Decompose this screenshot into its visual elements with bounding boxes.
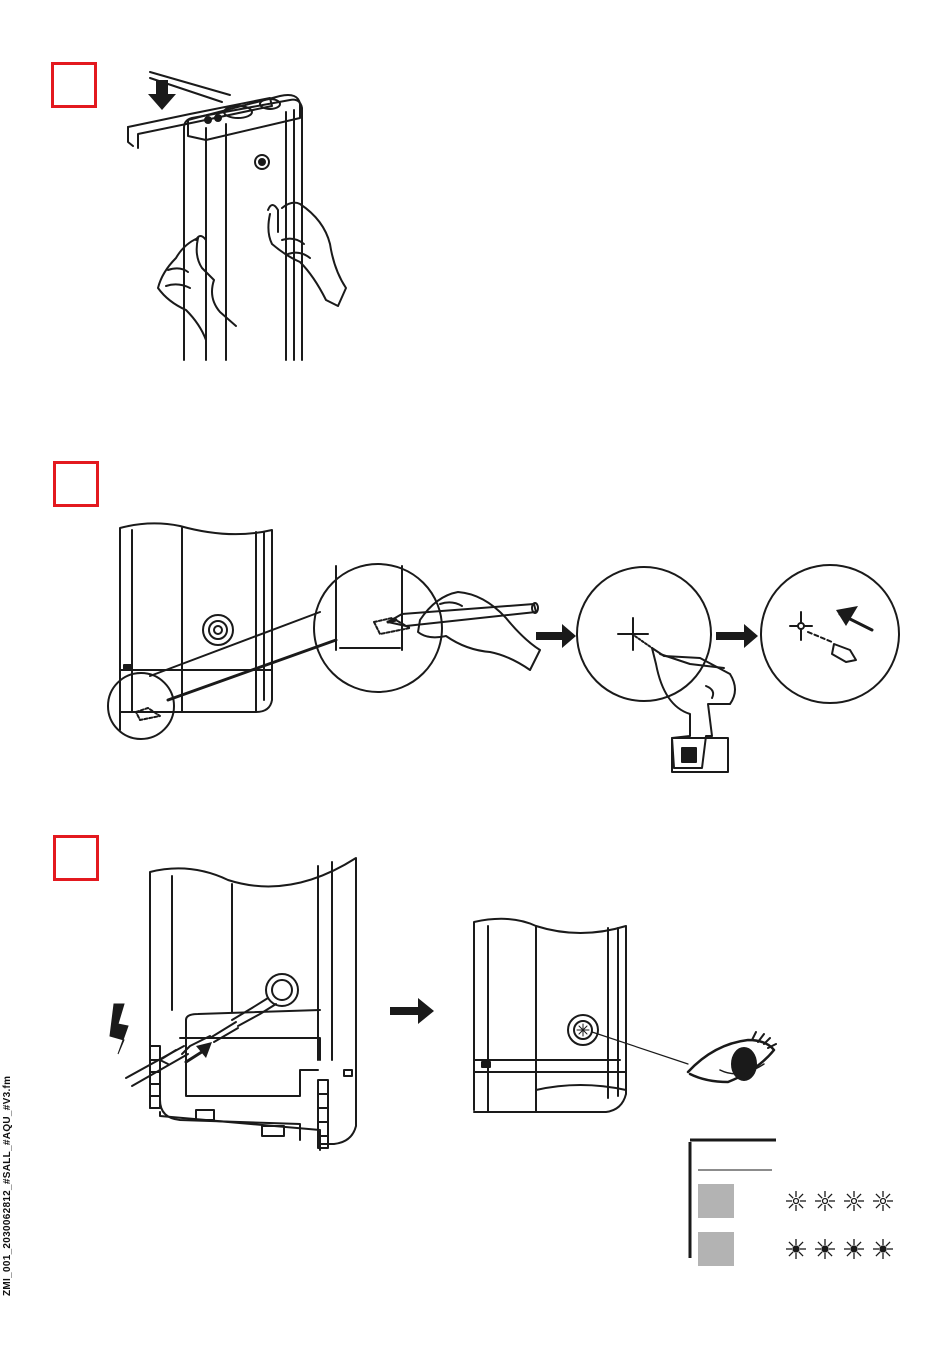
led-blink-icon <box>786 1239 806 1259</box>
led-blink-icon <box>873 1239 893 1259</box>
gray-indicator <box>698 1184 734 1218</box>
right-arrow-icon <box>390 998 434 1024</box>
led-blink-icon <box>577 1024 589 1036</box>
led-blink-icon <box>844 1191 864 1211</box>
eye-icon <box>688 1032 776 1082</box>
led-blink-icon <box>815 1191 835 1211</box>
gray-indicator <box>698 1232 734 1266</box>
indicator-table <box>690 1140 776 1266</box>
led-blink-icon <box>844 1239 864 1259</box>
tank-unit <box>474 919 626 1112</box>
lightning-icon <box>110 1004 128 1054</box>
hose-connector <box>126 974 298 1086</box>
led-blink-icon <box>873 1191 893 1211</box>
file-reference-label: ZMI_001_2030062812_#SALL_#AQU_#V3.fm <box>2 1076 13 1296</box>
tank-unit <box>150 858 356 1150</box>
led-blink-icon <box>815 1239 835 1259</box>
led-blink-icon <box>786 1191 806 1211</box>
